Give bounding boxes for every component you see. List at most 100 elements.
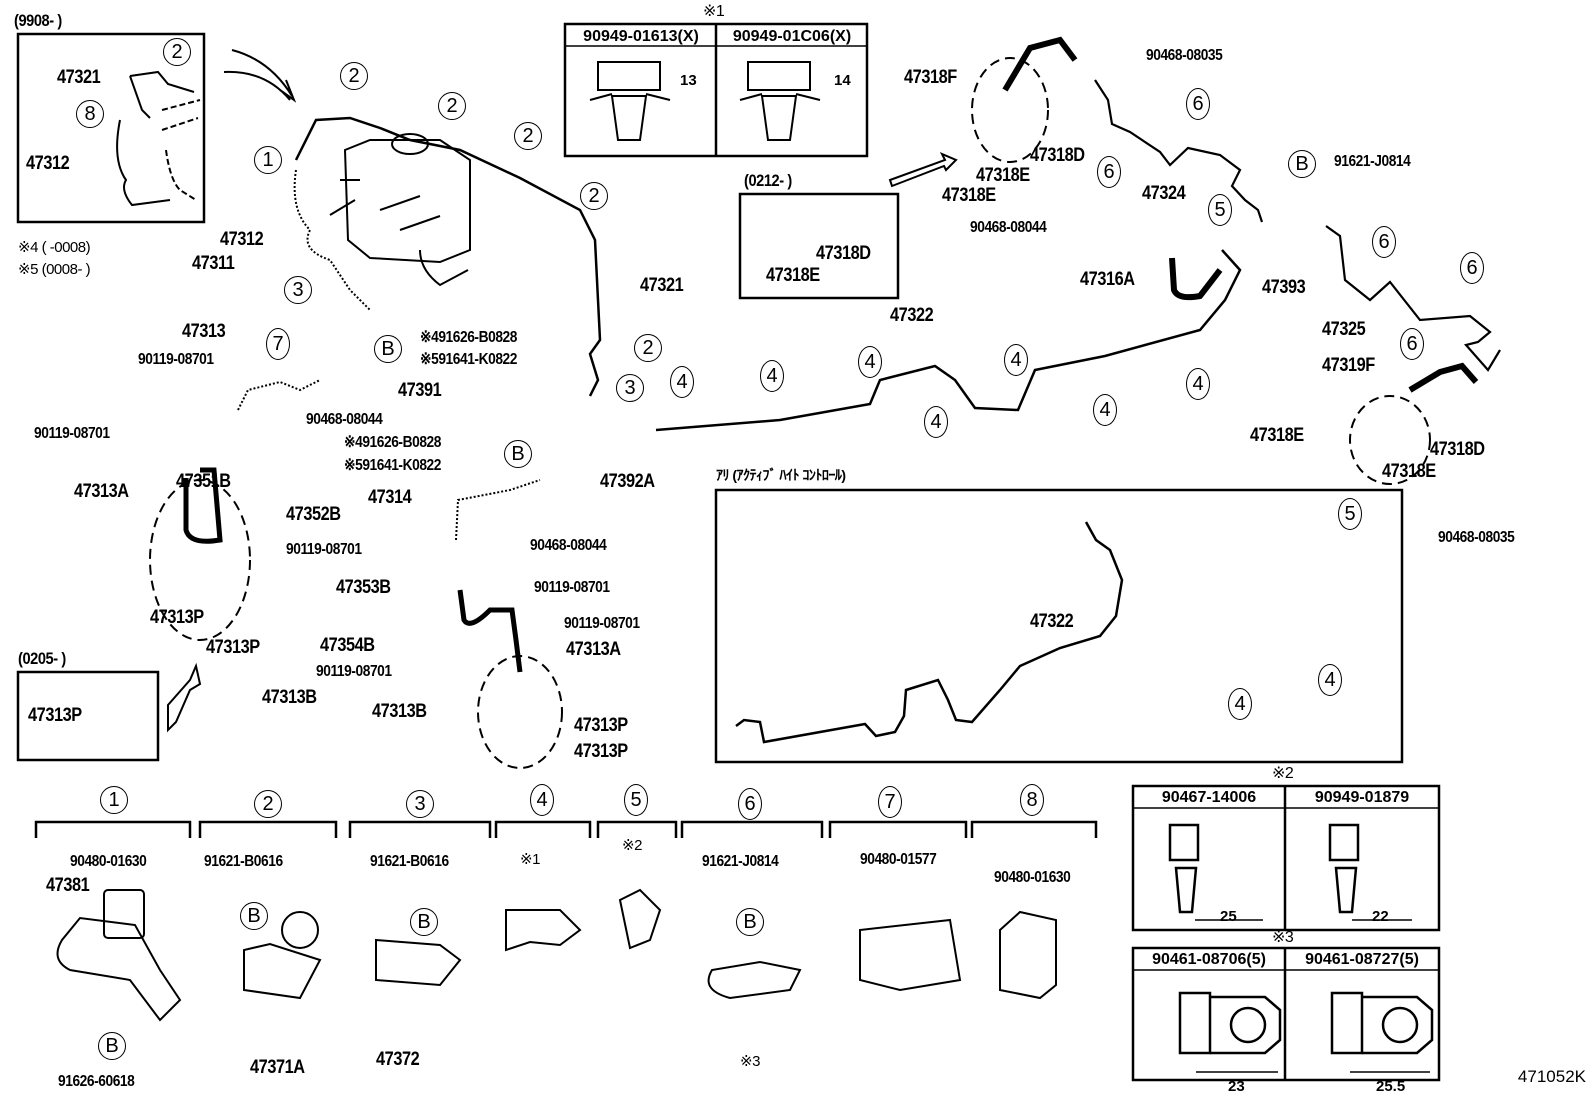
clamp-ref-circle[interactable]: 8 xyxy=(76,100,104,128)
legend-ref-7[interactable]: 7 xyxy=(878,786,902,818)
part-label[interactable]: 90480-01630 xyxy=(70,853,147,870)
part-label[interactable]: 47321 xyxy=(57,67,101,88)
part-label[interactable]: 91621-B0616 xyxy=(370,853,449,870)
clamp-ref-circle[interactable]: 5 xyxy=(1338,498,1362,530)
part-label[interactable]: 47322 xyxy=(1030,611,1074,632)
bolt-b-marker[interactable]: B xyxy=(504,440,532,468)
part-label[interactable]: 47313P xyxy=(150,607,204,628)
clamp-ref-circle[interactable]: 1 xyxy=(254,146,282,174)
part-label[interactable]: 47381 xyxy=(46,875,90,896)
bolt-b-marker[interactable]: B xyxy=(98,1032,126,1060)
part-label[interactable]: 47313P xyxy=(28,705,82,726)
part-label[interactable]: 47372 xyxy=(376,1049,420,1070)
part-label[interactable]: ※491626-B0828 xyxy=(344,434,441,451)
mark2-part-a[interactable]: 90467-14006 xyxy=(1161,789,1257,806)
clamp-ref-circle[interactable]: 4 xyxy=(670,366,694,398)
clamp-ref-circle[interactable]: 2 xyxy=(634,334,662,362)
clamp-ref-circle[interactable]: 5 xyxy=(1208,194,1232,226)
mark3-part-a[interactable]: 90461-08706(5) xyxy=(1152,951,1266,968)
part-label[interactable]: 47313A xyxy=(566,639,621,660)
clamp-ref-circle[interactable]: 4 xyxy=(760,360,784,392)
part-label[interactable]: 47313P xyxy=(574,741,628,762)
part-label[interactable]: 47313B xyxy=(372,701,427,722)
part-label[interactable]: 90119-08701 xyxy=(316,663,392,680)
part-label[interactable]: 47313P xyxy=(574,715,628,736)
clamp-ref-circle[interactable]: 4 xyxy=(1186,368,1210,400)
clamp-ref-circle[interactable]: 4 xyxy=(858,346,882,378)
part-label[interactable]: 90119-08701 xyxy=(534,579,610,596)
part-label[interactable]: 90468-08035 xyxy=(1146,47,1223,64)
part-label[interactable]: ※591641-K0822 xyxy=(420,351,517,368)
clamp-ref-circle[interactable]: 4 xyxy=(1228,688,1252,720)
part-label[interactable]: 47318E xyxy=(1250,425,1304,446)
clamp-ref-circle[interactable]: 7 xyxy=(266,328,290,360)
part-label[interactable]: 47322 xyxy=(890,305,934,326)
clamp-ref-circle[interactable]: 4 xyxy=(1318,664,1342,696)
part-label[interactable]: 47324 xyxy=(1142,183,1186,204)
part-label[interactable]: 47321 xyxy=(640,275,684,296)
part-label[interactable]: 90119-08701 xyxy=(138,351,214,368)
clamp-ref-circle[interactable]: 4 xyxy=(1093,394,1117,426)
part-label[interactable]: 47313P xyxy=(206,637,260,658)
part-label[interactable]: 90119-08701 xyxy=(286,541,362,558)
clamp-ref-circle[interactable]: 6 xyxy=(1400,328,1424,360)
part-label[interactable]: 91621-J0814 xyxy=(702,853,779,870)
clamp-ref-circle[interactable]: 6 xyxy=(1097,156,1121,188)
clamp-ref-circle[interactable]: 6 xyxy=(1372,226,1396,258)
part-label[interactable]: 47313B xyxy=(262,687,317,708)
part-label[interactable]: 90468-08044 xyxy=(530,537,607,554)
part-label[interactable]: 47313A xyxy=(74,481,129,502)
part-label[interactable]: 91626-60618 xyxy=(58,1073,135,1090)
part-label[interactable]: 47393 xyxy=(1262,277,1306,298)
part-label[interactable]: 90468-08035 xyxy=(1438,529,1515,546)
clamp-ref-circle[interactable]: 3 xyxy=(616,374,644,402)
legend-ref-3[interactable]: 3 xyxy=(406,790,434,818)
bolt-b-marker[interactable]: B xyxy=(240,902,268,930)
part-label[interactable]: 47392A xyxy=(600,471,655,492)
clamp-ref-circle[interactable]: 2 xyxy=(438,92,466,120)
part-label[interactable]: 47352B xyxy=(286,504,341,525)
legend-ref-6[interactable]: 6 xyxy=(738,788,762,820)
part-label[interactable]: 90480-01630 xyxy=(994,869,1071,886)
part-label[interactable]: 47318D xyxy=(1030,145,1085,166)
part-label[interactable]: 47325 xyxy=(1322,319,1366,340)
clamp-ref-circle[interactable]: 6 xyxy=(1186,88,1210,120)
mark1-part-a[interactable]: 90949-01613(X) xyxy=(583,28,699,45)
clamp-ref-circle[interactable]: 2 xyxy=(340,62,368,90)
part-label[interactable]: ※491626-B0828 xyxy=(420,329,517,346)
part-label[interactable]: 47314 xyxy=(368,487,412,508)
part-label[interactable]: 47318F xyxy=(904,67,957,88)
bolt-b-marker[interactable]: B xyxy=(410,908,438,936)
part-label[interactable]: 47319F xyxy=(1322,355,1375,376)
legend-ref-1[interactable]: 1 xyxy=(100,786,128,814)
bolt-b-marker[interactable]: B xyxy=(374,335,402,363)
legend-ref-5[interactable]: 5 xyxy=(624,784,648,816)
mark2-part-b[interactable]: 90949-01879 xyxy=(1314,789,1410,806)
part-label[interactable]: 47354B xyxy=(320,635,375,656)
bolt-b-marker[interactable]: B xyxy=(736,908,764,936)
part-label[interactable]: 47311 xyxy=(192,253,235,274)
part-label[interactable]: 47312 xyxy=(26,153,70,174)
part-label[interactable]: 90480-01577 xyxy=(860,851,937,868)
clamp-ref-circle[interactable]: 3 xyxy=(284,276,312,304)
legend-ref-4[interactable]: 4 xyxy=(530,784,554,816)
legend-ref-8[interactable]: 8 xyxy=(1020,784,1044,816)
part-label[interactable]: 47351B xyxy=(176,471,231,492)
part-label[interactable]: 47353B xyxy=(336,577,391,598)
bolt-b-marker[interactable]: B xyxy=(1288,150,1316,178)
clamp-ref-circle[interactable]: 4 xyxy=(924,406,948,438)
part-label[interactable]: 90468-08044 xyxy=(970,219,1047,236)
part-label[interactable]: 47313 xyxy=(182,321,226,342)
part-label[interactable]: 47318E xyxy=(1382,461,1436,482)
part-label[interactable]: 91621-J0814 xyxy=(1334,153,1411,170)
clamp-ref-circle[interactable]: 2 xyxy=(163,38,191,66)
part-label[interactable]: 47318E xyxy=(942,185,996,206)
part-label[interactable]: 47312 xyxy=(220,229,264,250)
part-label[interactable]: 47371A xyxy=(250,1057,305,1078)
part-label[interactable]: 47318E xyxy=(766,265,820,286)
part-label[interactable]: 90119-08701 xyxy=(34,425,110,442)
part-label[interactable]: ※591641-K0822 xyxy=(344,457,441,474)
part-label[interactable]: 91621-B0616 xyxy=(204,853,283,870)
part-label[interactable]: 90119-08701 xyxy=(564,615,640,632)
clamp-ref-circle[interactable]: 6 xyxy=(1460,252,1484,284)
